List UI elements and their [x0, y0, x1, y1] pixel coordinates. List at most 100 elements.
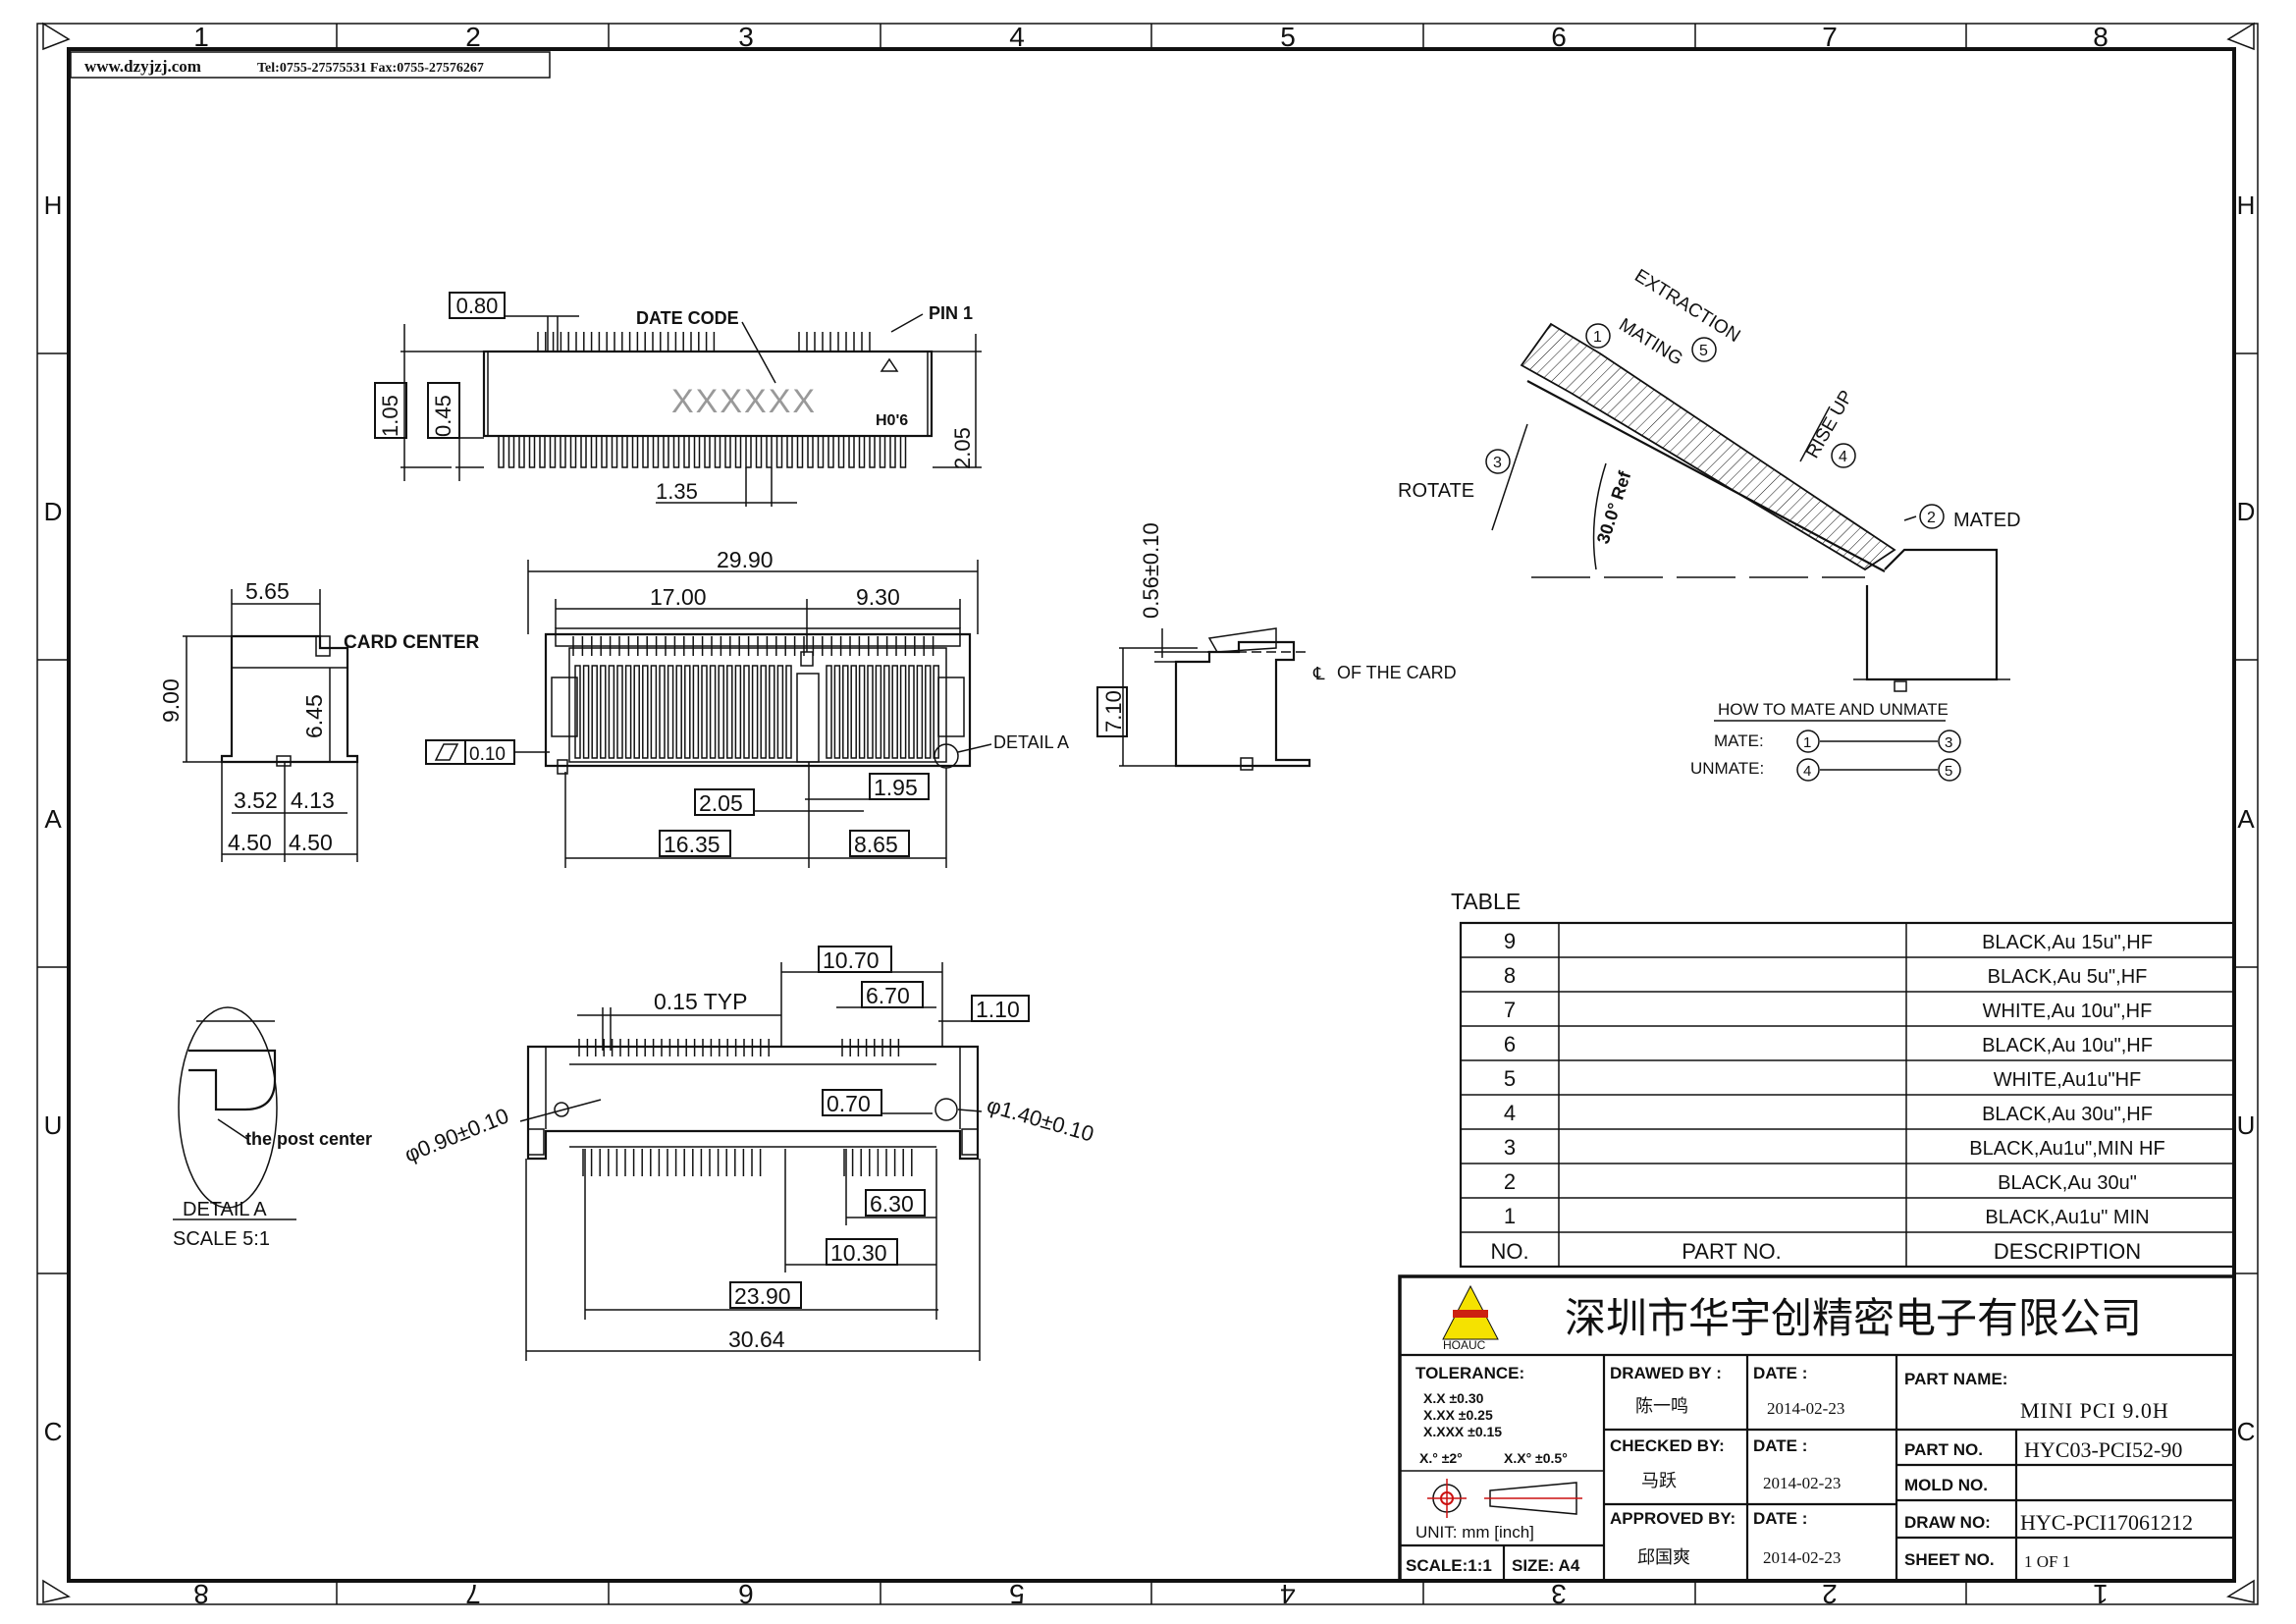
sheet-value: 1 OF 1: [2024, 1552, 2070, 1571]
pin: [714, 435, 721, 468]
pin: [828, 435, 834, 468]
company-logo: HOAUC: [1442, 1284, 1499, 1352]
table-cell-no: 9: [1504, 929, 1516, 953]
front-contacts-right: [826, 665, 939, 759]
date-label-2: DATE :: [1753, 1436, 1807, 1455]
site-url: www.dzyjzj.com: [84, 57, 201, 76]
table-cell-no: 2: [1504, 1169, 1516, 1194]
sheet-label: SHEET NO.: [1904, 1550, 1995, 1569]
small-hole-icon: [554, 1102, 569, 1117]
tol-line-3: X.XXX ±0.15: [1423, 1424, 1502, 1439]
dim-135: 1.35: [656, 479, 698, 504]
mate-to: 3: [1945, 734, 1952, 751]
pin: [755, 435, 763, 468]
step-5-label: 5: [1699, 343, 1708, 359]
pin1-triangle-icon: [880, 357, 899, 372]
contact: [616, 665, 623, 759]
step-2-label: 2: [1927, 510, 1936, 526]
dim-670: 6.70: [866, 983, 910, 1008]
bottom-pins-upper: [578, 1039, 900, 1056]
hole-small-dim: φ0.90±0.10: [401, 1104, 512, 1167]
scale-label: SCALE:1:1: [1406, 1556, 1492, 1575]
contact: [608, 665, 615, 759]
col-label: 4: [1280, 1579, 1296, 1609]
contact: [925, 665, 932, 759]
marking-label: H0'6: [876, 412, 908, 429]
col-label: 7: [465, 1579, 481, 1609]
card-center-label: CARD CENTER: [344, 632, 480, 653]
table-cell-desc: BLACK,Au1u",MIN HF: [1969, 1138, 2164, 1160]
pin: [837, 435, 845, 468]
date-1: 2014-02-23: [1767, 1399, 1844, 1418]
angle-tol-1: X.° ±2°: [1419, 1450, 1463, 1466]
dim-015-typ: 0.15 TYP: [654, 989, 747, 1014]
pin: [569, 435, 577, 468]
pin: [745, 435, 752, 468]
table-cell-desc: WHITE,Au1u"HF: [1994, 1069, 2141, 1091]
col-label: 8: [193, 1579, 209, 1609]
approved-by-name: 邱国爽: [1637, 1547, 1690, 1567]
contact: [891, 665, 898, 759]
flatness-value: 0.10: [469, 744, 506, 765]
pin: [724, 435, 731, 468]
draw-no-value: HYC-PCI17061212: [2020, 1510, 2193, 1535]
dim-645: 6.45: [301, 694, 327, 738]
pin: [817, 435, 825, 468]
pin: [775, 435, 783, 468]
pin: [580, 435, 587, 468]
angle-label: 30.0° Ref: [1593, 468, 1635, 547]
row-label: H: [44, 190, 63, 220]
contact: [743, 665, 750, 759]
pin: [786, 435, 793, 468]
pin: [734, 435, 742, 468]
dim-450-right: 4.50: [289, 830, 333, 855]
centerline-icon: ℄: [1312, 664, 1325, 683]
dim-3064: 30.64: [728, 1326, 785, 1352]
contact-info: Tel:0755-27575531 Fax:0755-27576267: [257, 61, 484, 76]
part-no-label: PART NO.: [1904, 1440, 1983, 1459]
top-pins-upper: [537, 332, 871, 352]
tolerance-label: TOLERANCE:: [1415, 1364, 1524, 1382]
row-label: C: [44, 1417, 63, 1446]
contact: [675, 665, 682, 759]
contact: [760, 665, 767, 759]
detail-a-ref: DETAIL A: [993, 732, 1069, 752]
pin: [663, 435, 669, 468]
dim-070: 0.70: [827, 1091, 871, 1116]
pin: [601, 435, 608, 468]
pin: [704, 435, 711, 468]
contact: [574, 665, 581, 759]
dim-2990: 29.90: [717, 547, 774, 572]
unit-label: UNIT: mm [inch]: [1415, 1523, 1534, 1542]
contact: [785, 665, 792, 759]
contact: [667, 665, 674, 759]
pin: [518, 435, 525, 468]
contact: [916, 665, 924, 759]
table-title: TABLE: [1451, 889, 1521, 914]
unmate-from: 4: [1803, 763, 1811, 780]
pin1-label: PIN 1: [929, 303, 973, 323]
dim-865: 8.65: [854, 832, 898, 857]
dim-1030: 10.30: [830, 1240, 887, 1266]
dim-080: 0.80: [456, 294, 499, 318]
row-label: U: [44, 1110, 63, 1140]
pin: [498, 435, 505, 468]
cl-card-label: OF THE CARD: [1337, 663, 1457, 682]
dim-205-front: 2.05: [699, 790, 743, 816]
contact: [867, 665, 874, 759]
row-label: H: [2237, 190, 2256, 220]
pin: [848, 435, 855, 468]
contact: [659, 665, 666, 759]
size-label: SIZE: A4: [1512, 1556, 1580, 1575]
date-label-1: DATE :: [1753, 1364, 1807, 1382]
top-view: XXXXXX DATE CODE PIN 1 H0'6 0.80 1.05 0.…: [374, 292, 982, 507]
contact: [875, 665, 882, 759]
checked-by-label: CHECKED BY:: [1610, 1436, 1725, 1455]
dim-1070: 10.70: [823, 947, 880, 973]
detail-a: the post center DETAIL A SCALE 5:1: [173, 1006, 372, 1250]
date-label-3: DATE :: [1753, 1509, 1807, 1528]
pin: [879, 435, 886, 468]
table-header-part: PART NO.: [1682, 1239, 1781, 1264]
col-label: 2: [1822, 1579, 1838, 1609]
pin: [899, 435, 907, 468]
